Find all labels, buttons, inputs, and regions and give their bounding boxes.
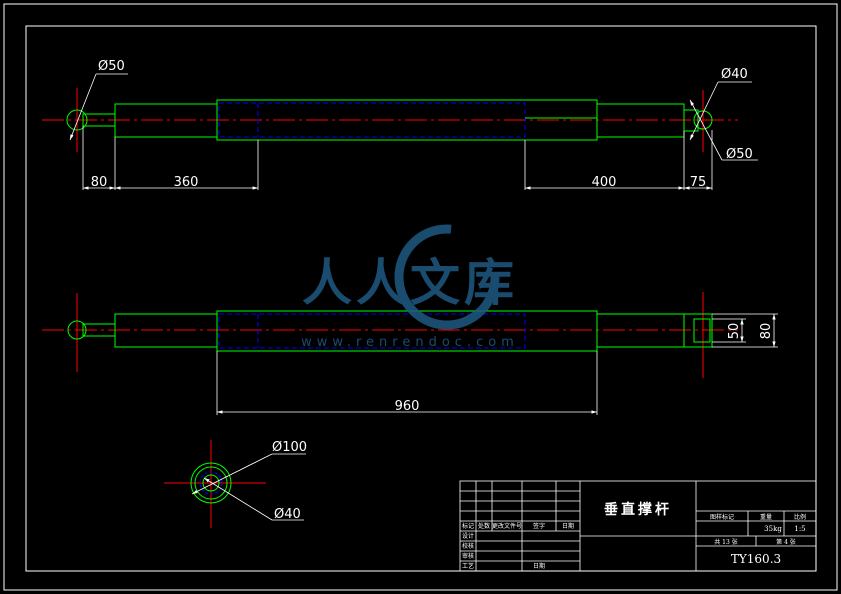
rev-header-date: 日期 — [562, 522, 574, 530]
front-right-slot — [693, 318, 711, 343]
title-block-frame — [459, 480, 817, 572]
dia50-right-label: Ø50 — [726, 147, 753, 162]
right-eye-circle — [693, 110, 713, 130]
dia50-left-label: Ø50 — [98, 59, 125, 74]
dim-80-label: 80 — [91, 175, 108, 190]
front-left-eye — [67, 320, 87, 340]
top-view: 80 360 400 75 Ø50 Ø40 Ø50 — [42, 59, 758, 190]
watermark-text: 人人文库 — [302, 254, 518, 312]
section-mid-circle — [194, 466, 228, 500]
sheet-outer-border — [3, 3, 838, 591]
watermark: 人人文库 www.renrendoc.com — [301, 224, 519, 350]
dim-50-label: 50 — [727, 323, 742, 340]
leader-dia100 — [191, 453, 273, 495]
drawing-number: TY160.3 — [731, 552, 781, 566]
front-view: 960 50 80 — [42, 292, 778, 415]
watermark-logo-ring — [394, 224, 500, 330]
role-design: 设计 — [462, 532, 474, 540]
section-inner-circle — [199, 471, 223, 495]
dim-400-label: 400 — [592, 175, 617, 190]
dim-960-label: 960 — [395, 399, 420, 414]
sheet-number: 第 4 张 — [776, 538, 796, 546]
weight-value: 35kg — [764, 525, 782, 533]
dim-75-label: 75 — [690, 175, 707, 190]
right-end — [683, 109, 699, 132]
leader-dia50-right — [689, 99, 723, 161]
left-eye-circle — [66, 109, 88, 131]
dia40-label: Ø40 — [274, 507, 301, 522]
leader-dia40-right — [689, 81, 719, 141]
leader-dia40 — [203, 477, 273, 521]
section-outer-circle — [190, 462, 232, 504]
role-process: 工艺 — [462, 562, 474, 570]
front-right-end — [683, 313, 713, 348]
title-block — [459, 480, 817, 572]
sheets-total: 共 13 张 — [714, 538, 737, 546]
section-view: Ø100 Ø40 — [164, 440, 307, 528]
scale-value: 1:5 — [794, 525, 805, 533]
front-hidden-bore — [218, 313, 526, 349]
role-review: 审核 — [462, 552, 474, 560]
dim-360-label: 360 — [174, 175, 199, 190]
role-check: 校核 — [462, 542, 474, 550]
section-bore-circle — [202, 474, 220, 492]
watermark-url: www.renrendoc.com — [301, 335, 519, 350]
hidden-bore — [218, 102, 526, 138]
leader-dia50-left — [69, 73, 97, 141]
dia100-label: Ø100 — [272, 440, 307, 455]
stage-label: 图样标记 — [710, 513, 734, 521]
scale-label: 比例 — [794, 513, 806, 521]
rev-header-sign: 签字 — [533, 522, 545, 530]
part-name: 垂直撑杆 — [604, 501, 672, 518]
title-block-text: 标记 处数 更改文件号 签字 日期 设计 校核 审核 工艺 日期 垂直撑杆 图样… — [462, 501, 806, 570]
rev-header-count: 处数 — [478, 522, 490, 530]
rev-header-mark: 标记 — [462, 522, 474, 530]
dia40-right-label: Ø40 — [721, 67, 748, 82]
sheet-inner-border — [25, 25, 817, 572]
dim-80-vertical-label: 80 — [759, 323, 774, 340]
rev-header-docno: 更改文件号 — [492, 522, 522, 530]
weight-label: 重量 — [760, 513, 772, 521]
approve-date-label: 日期 — [533, 562, 545, 570]
